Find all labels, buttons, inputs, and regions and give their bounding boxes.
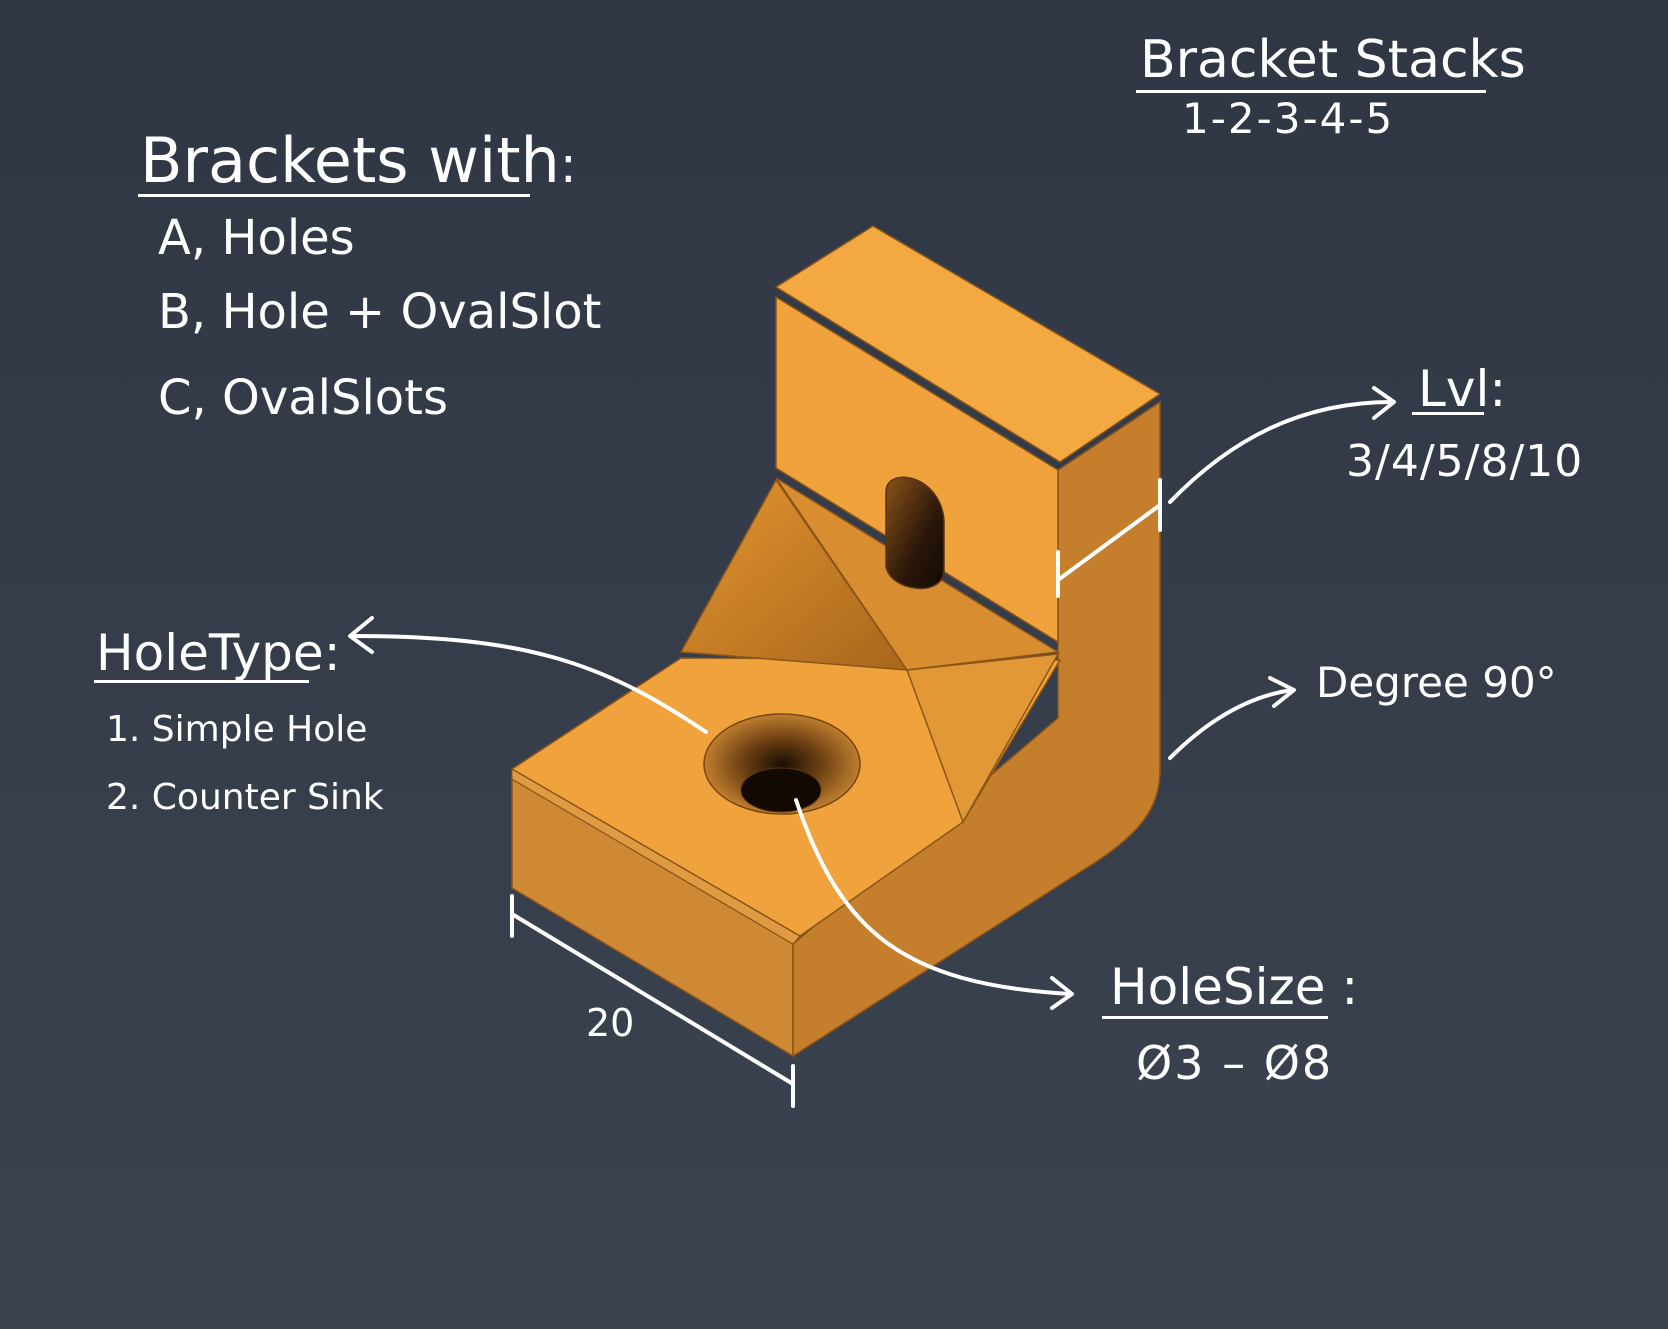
countersink-bore: [740, 767, 822, 813]
hole-size-title: HoleSize :: [1110, 962, 1358, 1012]
stacks-title: Bracket Stacks: [1140, 30, 1526, 90]
hole-size-arrowhead: [1050, 976, 1074, 1010]
hole-size-arrow: [794, 798, 1072, 996]
bracket-type-item: A, Holes: [158, 210, 355, 266]
stacks-values: 1-2-3-4-5: [1182, 94, 1395, 143]
bracket-type-item: C, OvalSlots: [158, 370, 448, 426]
lvl-title-underline: [1412, 412, 1484, 415]
lvl-dimension-line: [1056, 503, 1162, 582]
width-dimension-label: 20: [586, 1001, 635, 1045]
width-dimension-line: [510, 912, 795, 1086]
brackets-title: Brackets with:: [140, 130, 577, 192]
lvl-values: 3/4/5/8/10: [1346, 436, 1584, 487]
hole-type-title-text: HoleType: [96, 624, 324, 682]
degree-arrowhead: [1268, 676, 1296, 708]
degree-label: Degree 90°: [1316, 658, 1557, 707]
hole-size-title-colon: :: [1341, 958, 1359, 1016]
hole-size-title-text: HoleSize: [1110, 958, 1326, 1016]
brackets-title-underline: [138, 194, 530, 197]
hole-type-item: 2. Counter Sink: [106, 777, 384, 818]
brackets-title-colon: :: [559, 136, 577, 194]
stacks-title-underline: [1136, 90, 1486, 93]
degree-arrow: [1168, 688, 1294, 760]
upright-front-face: [775, 295, 1059, 644]
lvl-title-colon: :: [1489, 360, 1507, 418]
hole-type-item: 1. Simple Hole: [106, 709, 368, 750]
brackets-title-text: Brackets with: [140, 124, 560, 197]
lvl-arrowhead: [1372, 386, 1396, 420]
bracket-type-item: B, Hole + OvalSlot: [158, 284, 602, 340]
hole-type-title-underline: [94, 680, 309, 683]
oval-slot: [885, 476, 945, 590]
hole-type-title: HoleType:: [96, 628, 341, 678]
lvl-title: Lvl:: [1418, 364, 1506, 414]
gusset-lower-face: [905, 653, 1060, 824]
hole-type-arrowhead: [348, 616, 374, 654]
lvl-arrow: [1168, 400, 1394, 504]
hole-type-title-colon: :: [323, 624, 341, 682]
upright-top-face: [774, 225, 1162, 463]
hole-type-arrow: [350, 634, 708, 734]
hole-size-values: Ø3 – Ø8: [1136, 1036, 1334, 1090]
hole-size-title-underline: [1102, 1016, 1328, 1019]
lvl-title-text: Lvl: [1418, 360, 1490, 418]
